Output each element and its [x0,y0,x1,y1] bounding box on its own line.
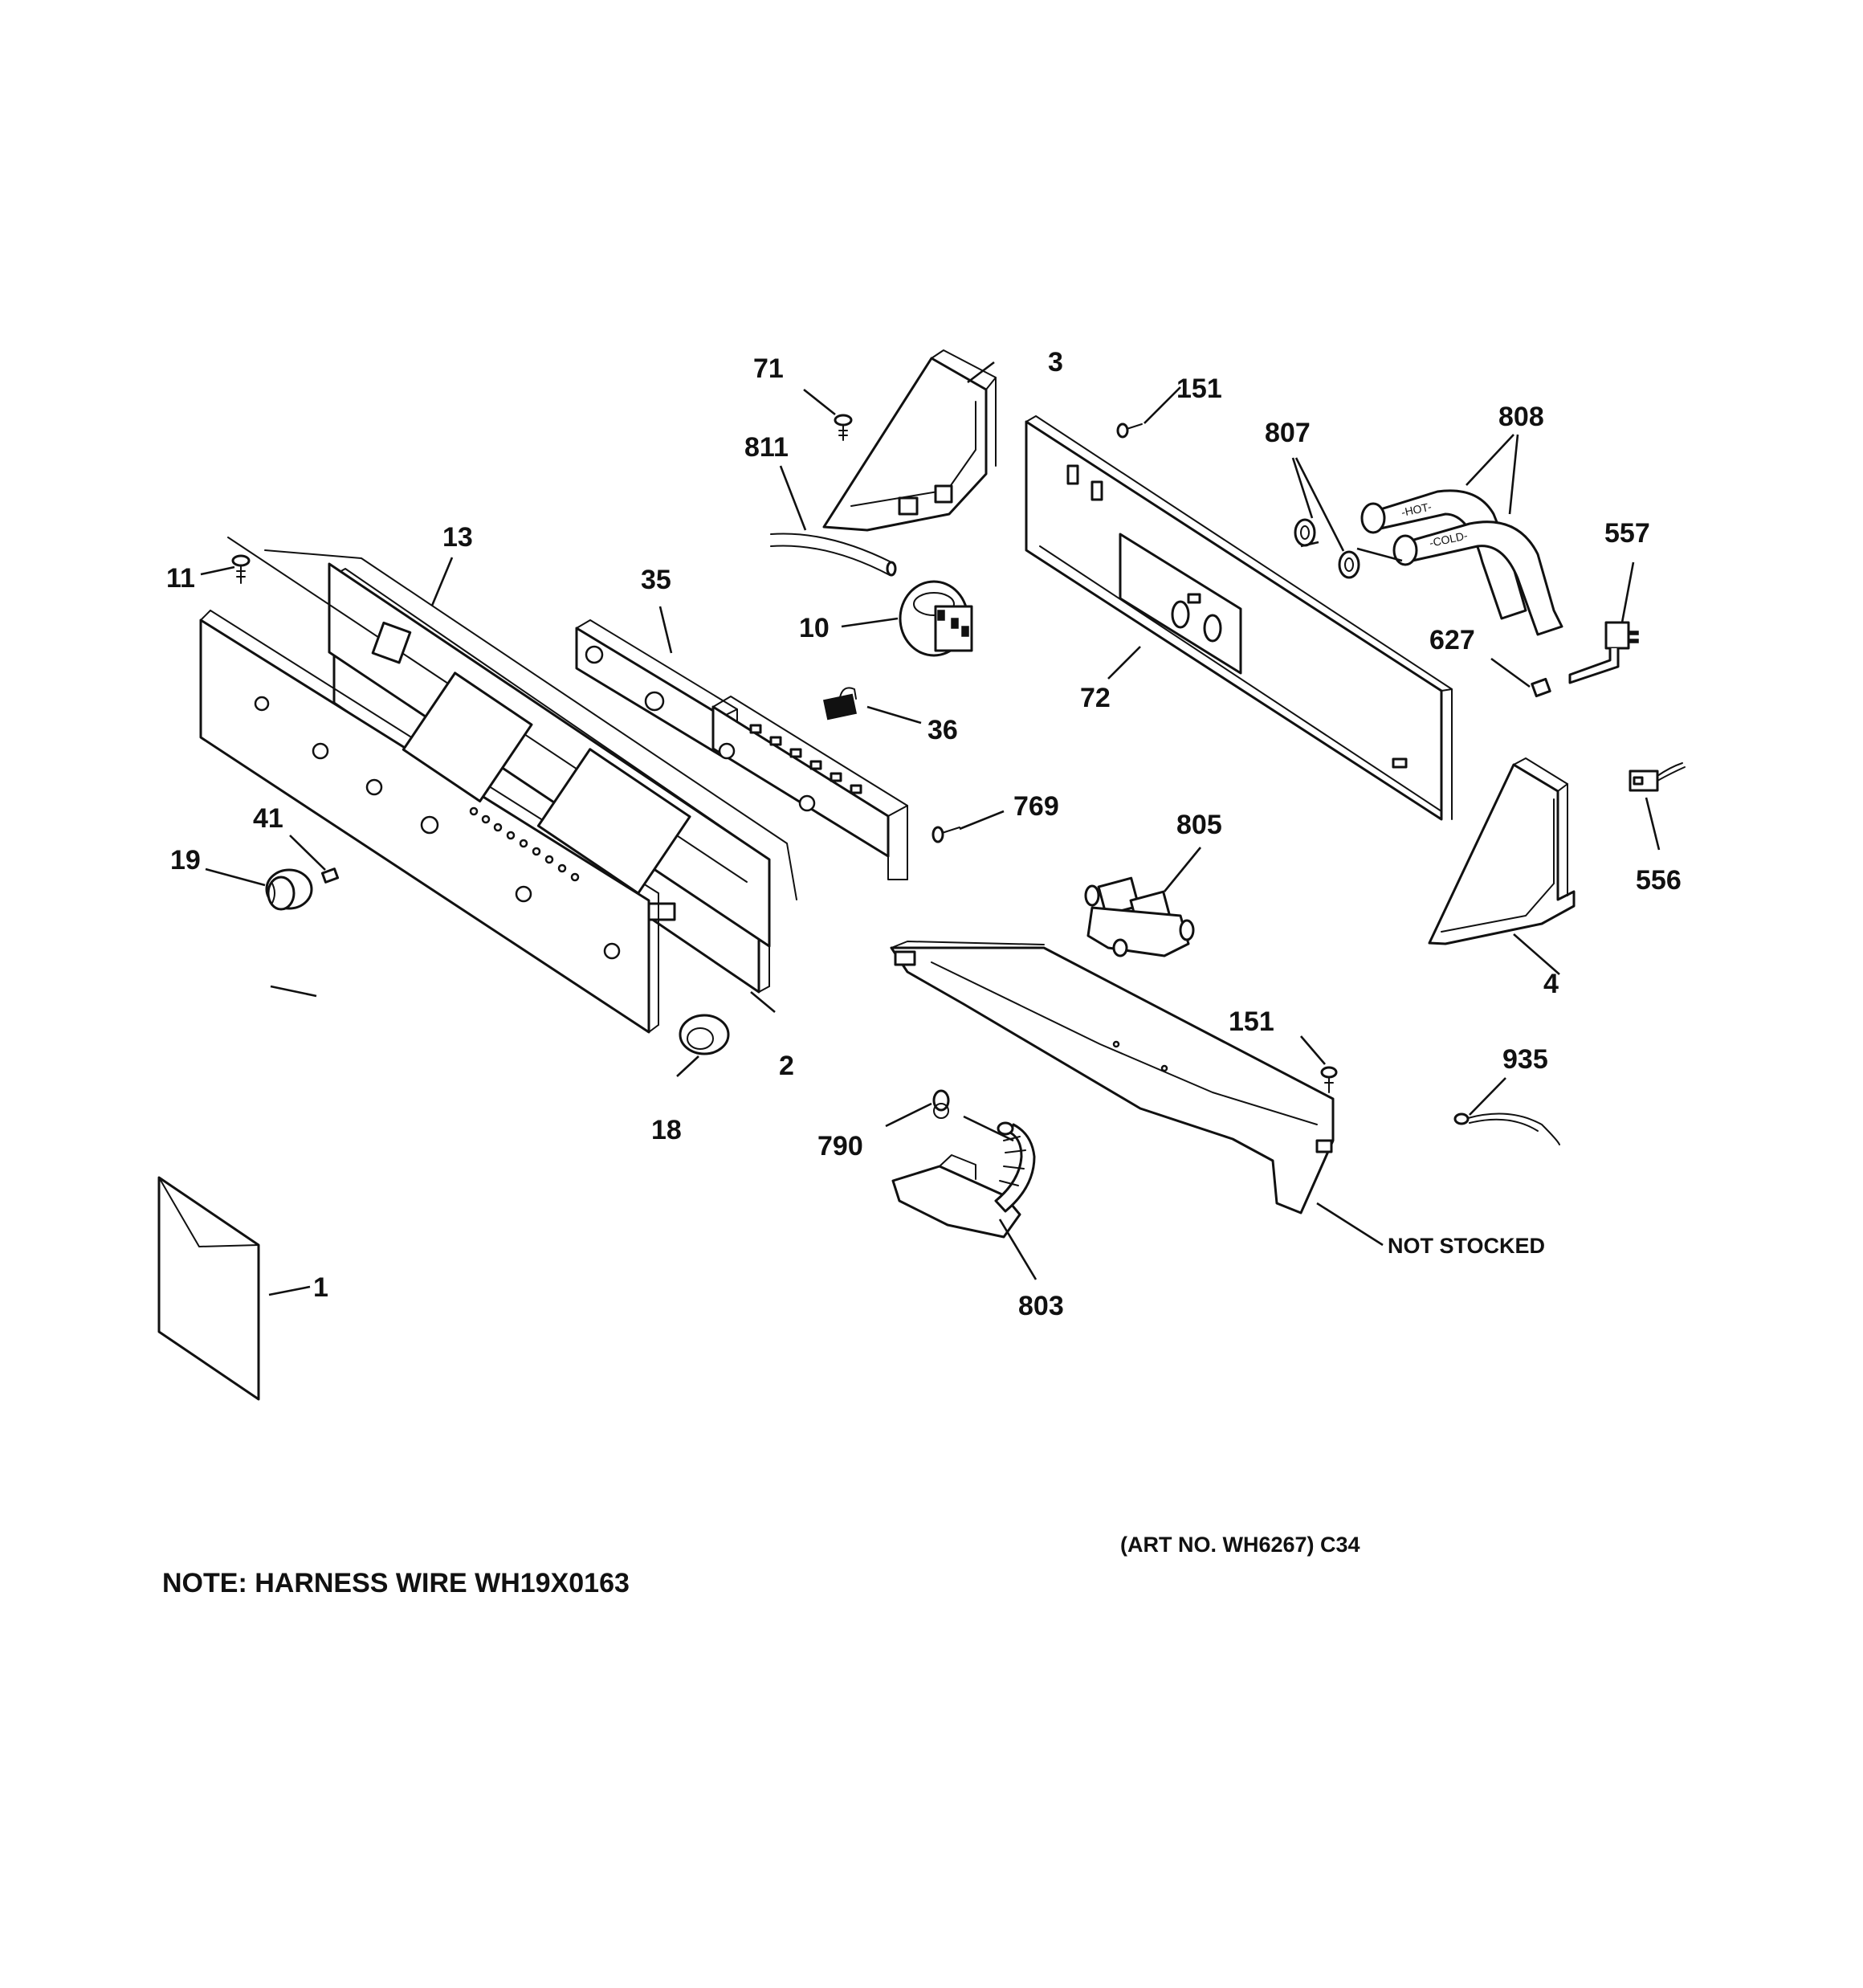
callout-151-bottom: 151 [1229,1006,1274,1037]
callout-4: 4 [1543,969,1559,999]
part-151-screw-top [1116,423,1143,439]
callout-811: 811 [744,432,789,463]
part-805-water-valve [1084,876,1195,957]
part-11-screw [231,554,251,584]
part-811-tube [770,533,897,577]
callout-790: 790 [817,1131,863,1161]
part-71-screw [834,414,853,441]
part-151-screw-bottom [1320,1066,1338,1093]
callout-18: 18 [651,1115,682,1145]
hose-label-hot: -HOT- [1400,500,1433,519]
callout-13: 13 [442,522,473,553]
part-not-stocked-bracket [890,941,1335,1214]
part-557-connector [1568,621,1639,684]
callout-1: 1 [313,1272,328,1303]
part-18-button [679,1014,730,1055]
callout-808: 808 [1498,402,1544,432]
leader-lines [200,361,1661,1296]
callout-71: 71 [753,353,784,384]
callout-805: 805 [1176,810,1222,840]
part-13-frame [227,537,797,948]
part-790-hose-clamp [932,1089,950,1119]
callout-labels: 1 2 3 4 10 11 13 18 19 35 36 41 71 72 15… [166,347,1682,1321]
part-4-end-cap-right [1428,757,1576,945]
part-3-end-cap-left [822,349,997,532]
art-number: (ART NO. WH6267) C34 [1120,1533,1360,1557]
part-13-control-panel-overlay [199,610,659,1034]
callout-41: 41 [253,803,283,834]
callout-556: 556 [1636,865,1682,896]
part-556-connector [1629,762,1686,792]
part-36-lock [823,687,857,720]
callout-2: 2 [779,1051,794,1081]
callout-35: 35 [641,565,671,595]
callout-151-top: 151 [1176,374,1222,404]
callout-36: 36 [927,715,958,745]
part-19-knob [265,868,313,911]
part-935-ground-wire [1453,1112,1560,1145]
callout-10: 10 [799,613,830,643]
callout-807: 807 [1265,418,1311,448]
callout-11: 11 [166,563,195,594]
callout-769: 769 [1013,791,1059,822]
part-41-knob-spring [320,867,340,884]
part-807-washers [1294,518,1360,579]
callout-803: 803 [1018,1291,1064,1321]
part-627-plug [1531,677,1551,698]
part-72-backsplash [1025,415,1453,821]
callout-72: 72 [1080,683,1111,713]
part-769-screw [932,826,960,843]
part-10-pressure-switch [899,580,973,657]
part-808-fill-hoses: -HOT- -COLD- [1360,489,1563,636]
callout-3: 3 [1048,347,1063,378]
not-stocked-label: NOT STOCKED [1388,1234,1545,1258]
callout-19: 19 [170,845,201,876]
callout-935: 935 [1502,1044,1548,1075]
part-1-envelope [157,1176,260,1401]
harness-note: NOTE: HARNESS WIRE WH19X0163 [162,1568,630,1598]
part-35-control-board [575,619,908,880]
callout-557: 557 [1604,518,1650,549]
part-803-dispenser-inlet [891,1121,1036,1239]
callout-627: 627 [1429,625,1475,655]
